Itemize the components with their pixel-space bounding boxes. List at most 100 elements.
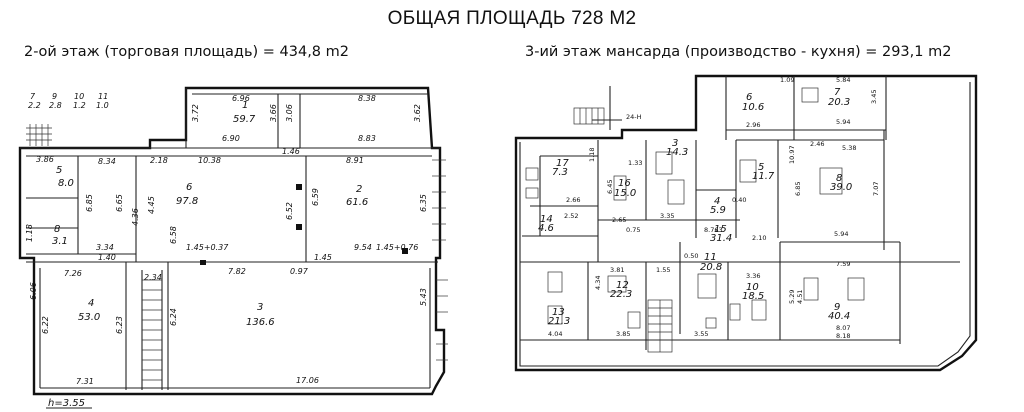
floor2-windows	[432, 159, 448, 361]
room-number: 16	[618, 178, 631, 189]
dim-label: 2.52	[564, 212, 578, 220]
dim-label: 7.82	[228, 267, 246, 276]
room-area: 21.3	[548, 316, 570, 327]
floor3-plan: 24-Н 6 10.6 7 20.3 5 11.7 8 39.0 17 7.3 …	[514, 74, 978, 372]
dim-label: 0.50	[684, 252, 698, 260]
room-number: 6	[746, 92, 752, 103]
dim-label: 10.97	[788, 145, 796, 164]
dim-label: 1.09	[780, 76, 794, 84]
dim-label: 8.18	[836, 332, 850, 340]
dim-label: 2.65	[612, 216, 626, 224]
room-number: 10	[746, 282, 759, 293]
room-number: 6	[186, 182, 192, 193]
dim-label: 6.90	[222, 134, 240, 143]
room-number: 15	[714, 224, 727, 235]
dim-label: 3.55	[694, 330, 708, 338]
dim-label: 1.46	[282, 147, 300, 156]
dim-label: 5.94	[834, 230, 848, 238]
room-number: 7	[834, 87, 841, 98]
dim-label: 6.22	[41, 316, 50, 334]
dim-label: 3.06	[285, 104, 294, 122]
dim-label: 6.65	[115, 194, 124, 212]
room-area: 20.3	[828, 97, 850, 108]
room-number: 2	[356, 184, 362, 195]
legend-num: 10	[74, 92, 84, 101]
room-area: 39.0	[830, 182, 852, 193]
dim-label: 3.34	[96, 243, 114, 252]
room-area: 20.8	[700, 262, 722, 273]
dim-label: 6.85	[85, 194, 94, 212]
dim-label: 6.23	[115, 316, 124, 334]
room-area: 136.6	[246, 317, 275, 328]
dim-label: 9.54	[354, 243, 372, 252]
room-number: 8	[54, 224, 60, 235]
dim-label: 4.45	[147, 196, 156, 214]
room-number: 17	[556, 158, 569, 169]
dim-label: 5.43	[419, 288, 428, 306]
room-number: 14	[540, 214, 553, 225]
dim-label: 8.763	[704, 226, 723, 234]
room-number: 5	[758, 162, 764, 173]
dim-label: 8.34	[98, 157, 116, 166]
floor3-equipment	[525, 87, 865, 329]
legend-num: 9	[52, 92, 57, 101]
dim-label: 1.55	[656, 266, 670, 274]
room-area: 3.1	[52, 236, 68, 247]
dim-label: 3.72	[191, 104, 200, 122]
floor3-outer-wall	[514, 74, 978, 372]
dim-label: 6.06	[29, 282, 38, 300]
dim-label: 1.45+0.76	[376, 243, 418, 252]
dim-label: 1.45	[314, 253, 332, 262]
room-area: 40.4	[828, 311, 850, 322]
dim-label: 0.75	[626, 226, 640, 234]
dim-label: 2.18	[150, 156, 168, 165]
room-area: 11.7	[752, 171, 775, 182]
dim-label: 1.40	[98, 253, 116, 262]
room-area: 22.3	[610, 289, 632, 300]
room-area: 59.7	[233, 114, 256, 125]
dim-label: 8.91	[346, 156, 364, 165]
dim-label: 6.35	[419, 194, 428, 212]
dim-label: 3.36	[746, 272, 760, 280]
dim-label: 6.96	[232, 94, 250, 103]
floor2-columns	[200, 184, 408, 265]
room-number: 3	[257, 302, 263, 313]
height-label: h=3.55	[48, 398, 85, 409]
legend-num: 7	[30, 92, 36, 101]
dim-label: 3.35	[660, 212, 674, 220]
dim-label: 3.45	[870, 90, 878, 104]
dim-label: 5.38	[842, 144, 856, 152]
room-number: 9	[834, 302, 840, 313]
room-area: 8.0	[58, 178, 74, 189]
room-number: 1	[242, 100, 248, 111]
dim-label: 1.18	[25, 224, 34, 242]
room-number: 3	[672, 138, 678, 149]
page-title: ОБЩАЯ ПЛОЩАДЬ 728 М2	[387, 8, 637, 29]
room-number: 12	[616, 280, 629, 291]
legend-area: 2.2	[28, 101, 41, 110]
dim-label: 5.84	[836, 76, 850, 84]
dim-label: 0.40	[732, 196, 746, 204]
dim-label: 0.97	[290, 267, 309, 276]
room-area: 7.3	[552, 167, 568, 178]
dim-label: 3.81	[610, 266, 624, 274]
dim-label: 6.85	[794, 182, 802, 196]
dim-label: 7.07	[872, 182, 880, 196]
room-number: 5	[56, 165, 62, 176]
floor2-stairs	[26, 124, 162, 381]
room-area: 18.5	[742, 291, 764, 302]
dim-label: 3.85	[616, 330, 630, 338]
dim-label: 4.51	[796, 290, 804, 304]
dim-label: 7.31	[76, 377, 94, 386]
dim-label: 7.26	[64, 269, 82, 278]
dim-label: 6.45	[606, 180, 614, 194]
floor2-plan: 7 2.2 9 2.8 10 1.2 11 1.0 1 59.7 2 61.6 …	[18, 86, 448, 409]
dim-label: 2.96	[746, 121, 760, 129]
dim-label: 3.66	[269, 104, 278, 122]
legend-num: 11	[98, 92, 108, 101]
room-area: 97.8	[176, 196, 198, 207]
dim-label: 3.62	[413, 104, 422, 122]
dim-label: 6.24	[169, 308, 178, 326]
room-area: 31.4	[710, 233, 732, 244]
